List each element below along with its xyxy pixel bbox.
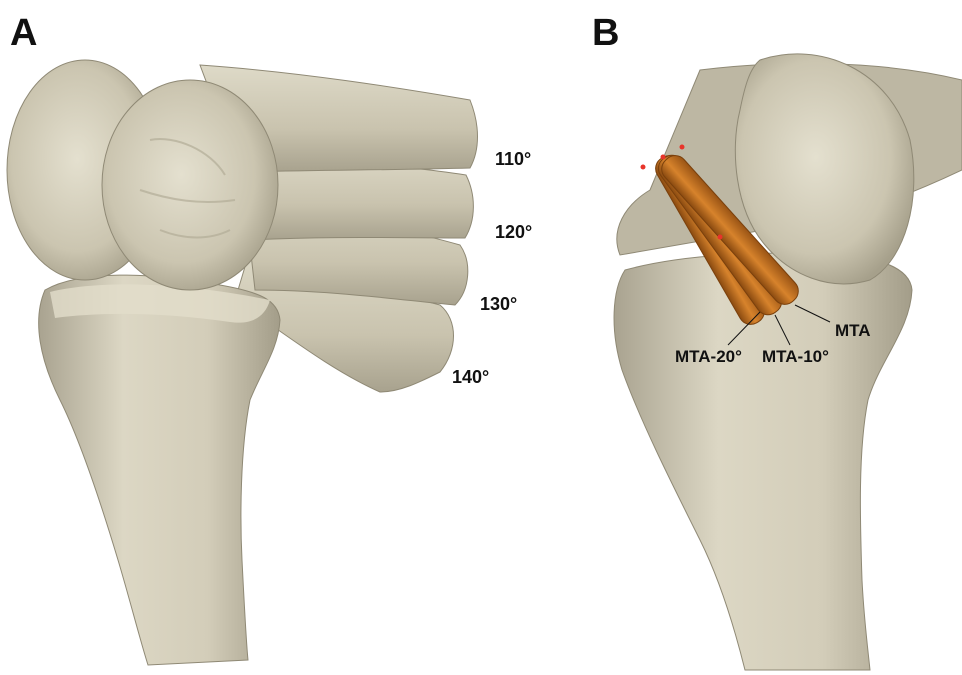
tunnel-marker-3 (680, 145, 685, 150)
tunnel-marker-1 (641, 165, 646, 170)
panel-a-knee-model (7, 60, 478, 665)
flexion-label-110: 110° (495, 150, 531, 168)
flexion-label-140: 140° (452, 368, 489, 386)
tunnel-label-mta-10: MTA-10° (762, 348, 829, 365)
tunnel-marker-4 (718, 235, 723, 240)
tibia-a (39, 275, 280, 665)
panel-letter-b: B (592, 14, 619, 52)
flexion-label-130: 130° (480, 295, 517, 313)
panel-letter-a: A (10, 14, 37, 52)
femoral-condyle-medial (102, 80, 278, 290)
tunnel-marker-2 (661, 155, 666, 160)
tunnel-label-mta: MTA (835, 322, 871, 339)
tunnel-label-mta-20: MTA-20° (675, 348, 742, 365)
flexion-label-120: 120° (495, 223, 532, 241)
